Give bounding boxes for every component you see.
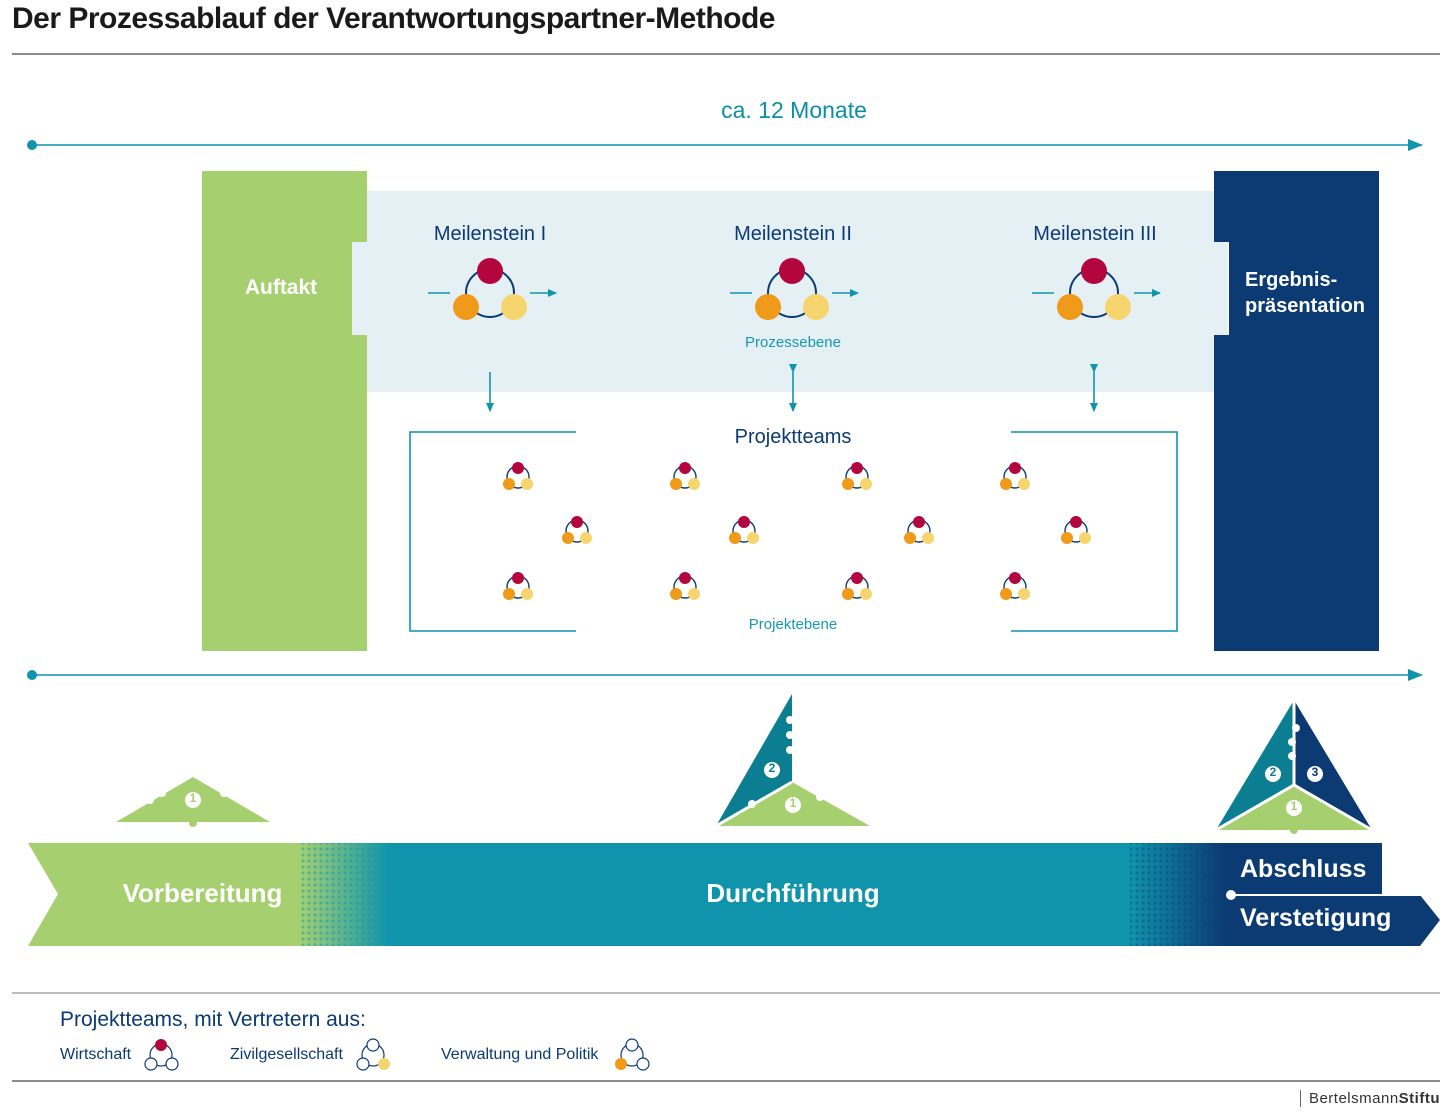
phase-continuation: Verstetigung [1240, 904, 1392, 932]
legend-symbol-economy [144, 1039, 179, 1071]
result-label: Ergebnis- präsentation [1245, 267, 1365, 319]
puzzle-phase-3 [1215, 700, 1373, 834]
phase-preparation: Vorbereitung [122, 878, 283, 908]
puzzle-3-number-b: 3 [1311, 765, 1319, 779]
project-teams-label: Projektteams [734, 426, 852, 448]
project-team-grid [502, 461, 1092, 601]
kickoff-column [202, 171, 367, 651]
lower-timeline-start-dot [27, 670, 37, 680]
puzzle-phase-2 [715, 694, 870, 828]
legend-symbol-administration [615, 1038, 650, 1071]
source-logo: BertelsmannStiftu [1299, 1090, 1440, 1107]
timeline-start-dot [27, 140, 37, 150]
timeline-duration-label: ca. 12 Monate [721, 97, 867, 123]
result-label-line2: präsentation [1245, 295, 1366, 317]
legend-symbol-civil-society [356, 1038, 390, 1071]
legend-item-economy: Wirtschaft [60, 1046, 132, 1063]
page-title: Der Prozessablauf der Verantwortungspart… [12, 2, 776, 35]
source-bold: Stiftu [1398, 1090, 1440, 1107]
legend-item-administration: Verwaltung und Politik [441, 1046, 599, 1063]
legend-divider-top [12, 992, 1440, 994]
milestone-2-symbol [730, 257, 859, 321]
project-level-label: Projektebene [748, 616, 838, 633]
legend-item-civil-society: Zivilgesellschaft [230, 1046, 343, 1063]
puzzle-phase-1 [116, 777, 270, 827]
source-prefix: Bertelsmann [1308, 1090, 1399, 1107]
project-frame-right [1011, 431, 1178, 632]
result-label-line1: Ergebnis- [1245, 269, 1338, 291]
puzzle-2-number-b: 1 [789, 796, 797, 810]
puzzle-3-number-a: 2 [1269, 765, 1277, 779]
process-level-label: Prozessebene [745, 334, 841, 351]
puzzle-3-number-c: 1 [1290, 799, 1298, 813]
process-band [352, 191, 1228, 392]
phase-band [28, 843, 1440, 946]
milestone-3-label: Meilenstein III [1033, 223, 1157, 245]
milestone-1-label: Meilenstein I [433, 223, 547, 245]
phase-completion: Abschluss [1240, 855, 1367, 883]
kickoff-label: Auftakt [244, 276, 318, 299]
puzzle-2-number-a: 2 [768, 761, 776, 775]
milestone-1-symbol [428, 257, 557, 321]
project-frame-left [409, 431, 576, 632]
phase-implementation: Durchführung [706, 878, 880, 908]
legend-title: Projektteams, mit Vertretern aus: [60, 1008, 366, 1031]
legend-divider-bottom [12, 1080, 1440, 1082]
milestone-3-symbol [1032, 257, 1161, 321]
title-divider [12, 53, 1440, 55]
result-column [1214, 171, 1379, 651]
puzzle-1-number: 1 [189, 791, 197, 805]
milestone-2-label: Meilenstein II [734, 223, 852, 245]
